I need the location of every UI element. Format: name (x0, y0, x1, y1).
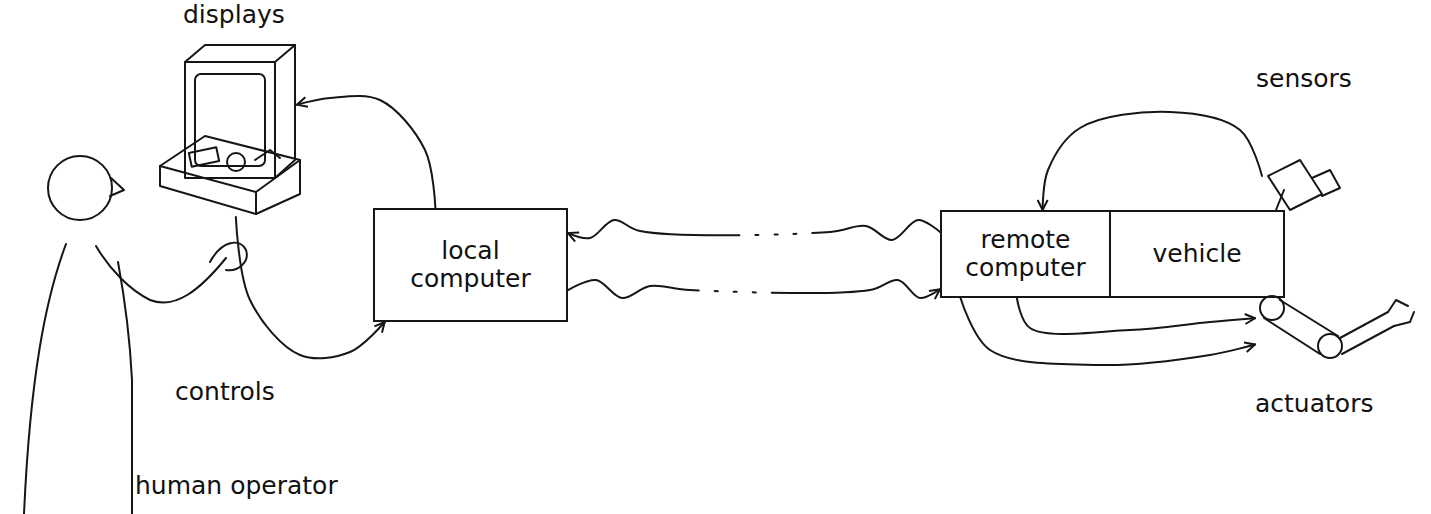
controller-stick (255, 150, 280, 160)
part-label: actuators (1255, 390, 1373, 418)
box-label: remote computer (951, 226, 1101, 282)
controller-drawing (160, 136, 300, 214)
arm-joint (1318, 334, 1342, 358)
figure-label: human operator (135, 472, 338, 500)
operator-nose (110, 178, 124, 196)
operator-head (48, 156, 112, 220)
operator-front (118, 262, 132, 514)
arm-link (1264, 300, 1338, 354)
box-label: vehicle (1152, 240, 1241, 268)
display-unit: displays (183, 43, 297, 180)
sensor-unit: sensors (1262, 155, 1340, 215)
operator-back (24, 244, 66, 514)
camera-body (1268, 160, 1322, 210)
signal-arrow (961, 298, 1255, 365)
controller-body (160, 136, 300, 214)
signal-arrow (568, 220, 940, 240)
controller-button (189, 147, 219, 167)
arm-gripper (1388, 300, 1414, 326)
monitor-top (185, 45, 295, 62)
camera-lens (1312, 170, 1340, 196)
operator-arm (96, 246, 226, 303)
actuator-drawing (1260, 296, 1414, 358)
signal-arrow (1043, 112, 1262, 210)
process-box: remote computer (940, 210, 1111, 298)
signal-arrow (297, 96, 435, 208)
operator-figure (24, 156, 247, 514)
actuator-unit: actuators (1255, 292, 1420, 367)
process-box: local computer (373, 208, 568, 322)
control-unit: controls (155, 132, 302, 217)
operator-hand (210, 243, 247, 271)
sensor-drawing (1268, 160, 1340, 210)
signal-arrow (1017, 298, 1255, 334)
signal-arrow (568, 280, 940, 298)
process-box: vehicle (1109, 210, 1285, 298)
arm-link (1340, 312, 1394, 354)
controller-knob (227, 153, 245, 171)
box-label: local computer (401, 237, 541, 293)
signal-arrow (236, 217, 385, 358)
monitor-front (185, 62, 275, 178)
part-label: sensors (1256, 65, 1352, 93)
monitor-drawing (185, 45, 295, 178)
monitor-screen (195, 74, 265, 166)
part-label: controls (175, 378, 275, 406)
part-label: displays (183, 1, 285, 29)
